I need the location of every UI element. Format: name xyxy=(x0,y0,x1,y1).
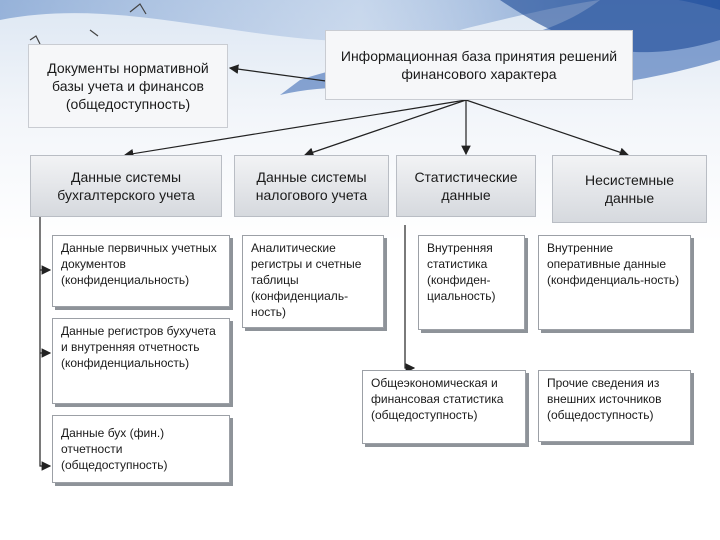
nonsystem-item-label: Внутренние оперативные данные (конфиденц… xyxy=(547,241,680,287)
statistics-item-internal: Внутренняя статистика (конфиден-циальнос… xyxy=(418,235,525,330)
accounting-item-label: Данные регистров бухучета и внутренняя о… xyxy=(61,324,216,370)
statistics-item-label: Общеэкономическая и финансовая статистик… xyxy=(371,376,504,422)
root-label: Информационная база принятия решений фин… xyxy=(340,48,618,82)
normative-docs-label: Документы нормативной базы учета и финан… xyxy=(47,60,209,112)
nonsystem-item-label: Прочие сведения из внешних источников (о… xyxy=(547,376,662,422)
nonsystem-item-internal-ops: Внутренние оперативные данные (конфиденц… xyxy=(538,235,691,330)
category-accounting-label: Данные системы бухгалтерского учета xyxy=(57,169,195,203)
accounting-item-fin-reports: Данные бух (фин.) отчетности (общедоступ… xyxy=(52,415,230,483)
statistics-item-label: Внутренняя статистика (конфиден-циальнос… xyxy=(427,241,496,303)
category-tax-label: Данные системы налогового учета xyxy=(255,169,368,203)
category-statistics-label: Статистические данные xyxy=(414,169,518,203)
category-tax: Данные системы налогового учета xyxy=(234,155,389,217)
accounting-item-label: Данные первичных учетных документов (кон… xyxy=(61,241,217,287)
accounting-item-primary-docs: Данные первичных учетных документов (кон… xyxy=(52,235,230,307)
nonsystem-item-external: Прочие сведения из внешних источников (о… xyxy=(538,370,691,442)
root-box: Информационная база принятия решений фин… xyxy=(325,30,633,100)
category-accounting: Данные системы бухгалтерского учета xyxy=(30,155,222,217)
tax-item-label: Аналитические регистры и счетные таблицы… xyxy=(251,241,362,319)
statistics-item-economic: Общеэкономическая и финансовая статистик… xyxy=(362,370,526,444)
accounting-item-registers: Данные регистров бухучета и внутренняя о… xyxy=(52,318,230,404)
normative-docs-box: Документы нормативной базы учета и финан… xyxy=(28,44,228,128)
category-statistics: Статистические данные xyxy=(396,155,536,217)
category-nonsystem-label: Несистемные данные xyxy=(585,172,674,206)
tax-item-analytic-registers: Аналитические регистры и счетные таблицы… xyxy=(242,235,384,328)
category-nonsystem: Несистемные данные xyxy=(552,155,707,223)
accounting-item-label: Данные бух (фин.) отчетности (общедоступ… xyxy=(61,426,168,472)
